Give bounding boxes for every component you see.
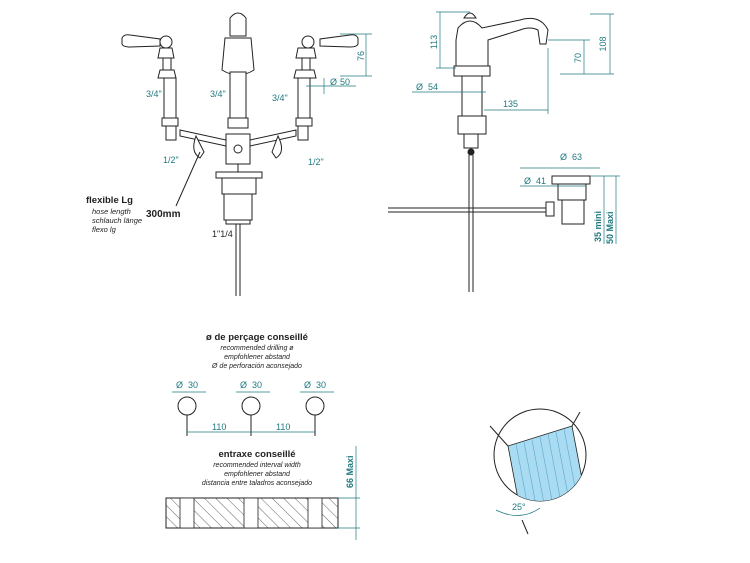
dim-50-maxi: 50 Maxi xyxy=(605,211,615,244)
thread-right-upper: 3/4" xyxy=(272,93,288,103)
drilling-line-2: empfohlener abstand xyxy=(224,354,291,361)
hose-line-2: schlauch länge xyxy=(92,216,142,225)
dim-63: 63 xyxy=(572,152,582,162)
drilling-line-3: Ø de perforación aconsejado xyxy=(211,363,302,370)
dim-50: 50 xyxy=(340,77,350,87)
dim-50-prefix: Ø xyxy=(330,77,337,87)
drilling-line-1: recommended drilling ø xyxy=(220,345,294,352)
hole-center-prefix: Ø xyxy=(240,380,247,390)
max-thickness: 66 Maxi xyxy=(345,455,355,488)
thread-left-lower: 1/2" xyxy=(163,155,179,165)
drain-detail: Ø 63 Ø 41 35 mini 50 Maxi xyxy=(520,152,620,244)
hole-center-diameter: 30 xyxy=(252,380,262,390)
mixer-connector xyxy=(179,129,297,165)
hole-left-prefix: Ø xyxy=(176,380,183,390)
left-handle xyxy=(121,34,179,141)
hole-right: Ø 30 xyxy=(300,380,334,436)
dim-135: 135 xyxy=(503,99,518,109)
hole-center: Ø 30 xyxy=(236,380,270,436)
drilling-diagram: ø de perçage conseillé recommended drill… xyxy=(172,332,334,436)
drain-assembly xyxy=(215,164,263,296)
drilling-title: ø de perçage conseillé xyxy=(206,332,308,343)
hole-left: Ø 30 xyxy=(172,380,206,436)
dim-113: 113 xyxy=(429,35,439,49)
spacing-left: 110 xyxy=(212,422,226,432)
thread-right-lower: 1/2" xyxy=(308,157,324,167)
dim-54: 54 xyxy=(428,82,438,92)
interval-line-1: recommended interval width xyxy=(213,462,301,469)
hole-left-diameter: 30 xyxy=(188,380,198,390)
spacing-right: 110 xyxy=(276,422,290,432)
dim-41-prefix: Ø xyxy=(524,176,531,186)
interval-title: entraxe conseillé xyxy=(218,449,295,460)
hose-title: flexible Lg xyxy=(86,195,133,206)
dim-70: 70 xyxy=(573,53,583,63)
right-handle xyxy=(293,34,359,141)
countertop-hole-right xyxy=(307,497,323,529)
hose-length: 300mm xyxy=(146,209,181,220)
interval-line-3: distancia entre taladros aconsejado xyxy=(202,480,312,487)
front-view: 76 Ø 50 3/4" 3/4" 3/4" 1/2" 1/2" flexibl… xyxy=(86,12,372,296)
dim-76: 76 xyxy=(356,51,366,61)
dim-35-mini: 35 mini xyxy=(593,211,603,242)
countertop-hole-center xyxy=(243,497,259,529)
hole-right-diameter: 30 xyxy=(316,380,326,390)
dim-54-prefix: Ø xyxy=(416,82,423,92)
drain-thread: 1"1/4 xyxy=(212,229,233,239)
angle-value: 25° xyxy=(512,502,526,512)
dim-41: 41 xyxy=(536,176,546,186)
countertop-hole-left xyxy=(179,497,195,529)
interval-diagram: entraxe conseillé recommended interval w… xyxy=(165,446,360,540)
dim-63-prefix: Ø xyxy=(560,152,567,162)
thread-center: 3/4" xyxy=(210,89,226,99)
thread-left-upper: 3/4" xyxy=(146,89,162,99)
hole-right-prefix: Ø xyxy=(304,380,311,390)
hose-line-3: flexo lg xyxy=(92,225,117,234)
side-view: 113 108 70 Ø 54 135 xyxy=(388,11,614,292)
angle-detail: 25° xyxy=(489,408,587,535)
hose-line-1: hose length xyxy=(92,207,131,216)
center-spout xyxy=(221,12,255,129)
interval-line-2: empfohlener abstand xyxy=(224,471,291,478)
dim-108: 108 xyxy=(598,36,608,51)
